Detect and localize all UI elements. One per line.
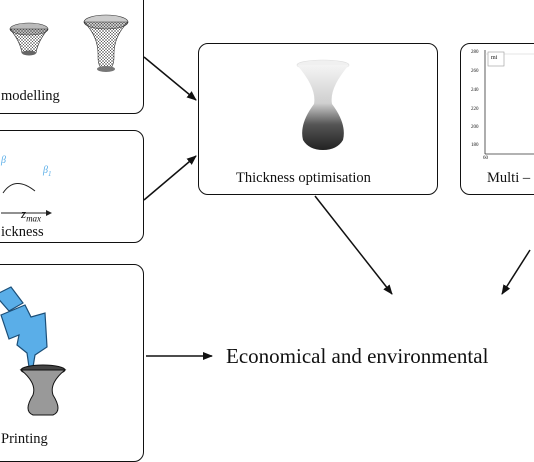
thickness-curve-diagram — [1, 183, 52, 216]
arrow-modelling-to-optimisation — [143, 56, 197, 101]
thickness-parameter-box: β β1 zmax ickness — [0, 130, 144, 243]
outcome-label: Economical and environmental — [226, 344, 489, 368]
y-tick-260: 260 — [471, 69, 479, 74]
printed-vase-icon — [19, 364, 67, 416]
arrow-optimisation-to-outcome — [314, 195, 393, 295]
thickness-optimisation-label: Thickness optimisation — [236, 170, 371, 186]
legend-fragment: mi — [491, 55, 498, 61]
multi-objective-box: 280 260 240 220 200 180 60 mi Multi – — [460, 43, 534, 195]
large-vase-icon — [83, 14, 129, 72]
y-tick-280: 280 — [471, 50, 479, 55]
thickness-param-label: ickness — [1, 224, 44, 240]
y-tick-220: 220 — [471, 107, 479, 112]
printing-label: Printing — [1, 431, 48, 447]
arrow-multi-to-outcome — [501, 249, 531, 295]
beta-right-label: β1 — [43, 165, 52, 178]
x-tick-60: 60 — [483, 156, 488, 161]
thickness-optimisation-box: Thickness optimisation — [198, 43, 438, 195]
printer-nozzle-illustration — [0, 286, 67, 416]
multi-objective-label: Multi – — [487, 170, 531, 186]
optimised-vase-render — [296, 59, 350, 150]
modelling-label: modelling — [1, 88, 60, 104]
small-vase-icon — [9, 22, 49, 56]
multi-objective-chart — [484, 50, 534, 155]
y-tick-180: 180 — [471, 143, 479, 148]
extruder-arm-icon — [0, 286, 48, 368]
beta-left-label: β — [1, 155, 6, 166]
vase-mesh-illustrations — [9, 14, 129, 72]
modelling-box: modelling — [0, 0, 144, 114]
y-tick-240: 240 — [471, 88, 479, 93]
arrow-thickness-to-optimisation — [143, 155, 197, 201]
y-tick-200: 200 — [471, 125, 479, 130]
zmax-label: zmax — [21, 206, 42, 224]
printing-box: Printing — [0, 264, 144, 462]
